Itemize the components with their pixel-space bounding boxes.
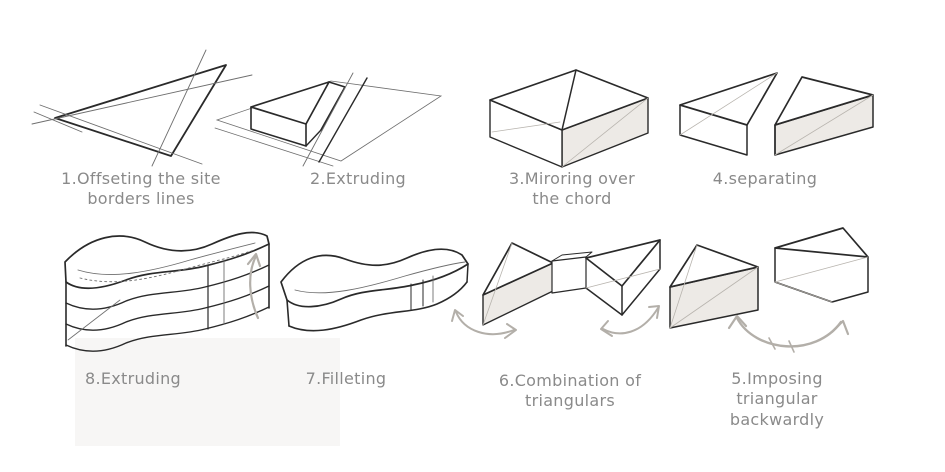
step-8-label: 8.Extruding bbox=[84, 369, 182, 388]
rotate-right-arrow-icon bbox=[600, 305, 660, 337]
step-6-label: 6.Combination of triangulars bbox=[498, 371, 642, 411]
step-5-label: 5.Imposing triangular backwardly bbox=[729, 369, 825, 429]
step-7-label: 7.Filleting bbox=[305, 369, 387, 388]
step-1-label: 1.Offseting the site borders lines bbox=[61, 169, 221, 209]
step-4-sketch bbox=[679, 72, 874, 156]
step-5-sketch bbox=[669, 227, 869, 353]
step-2-label: 2.Extruding bbox=[309, 169, 407, 188]
step-3-label: 3.Miroring over the chord bbox=[508, 169, 636, 209]
up-arrow-icon bbox=[246, 252, 262, 320]
rotate-left-arrow-icon bbox=[451, 309, 517, 339]
flip-arrow-icon bbox=[727, 314, 850, 353]
step-3-sketch bbox=[489, 69, 649, 168]
step-6-sketch bbox=[451, 239, 661, 339]
step-7-sketch bbox=[280, 248, 469, 332]
background-panel bbox=[75, 338, 340, 446]
step-1-sketch bbox=[31, 49, 253, 167]
step-4-label: 4.separating bbox=[712, 169, 818, 188]
step-8-sketch bbox=[64, 231, 270, 352]
step-2-sketch bbox=[214, 72, 443, 167]
